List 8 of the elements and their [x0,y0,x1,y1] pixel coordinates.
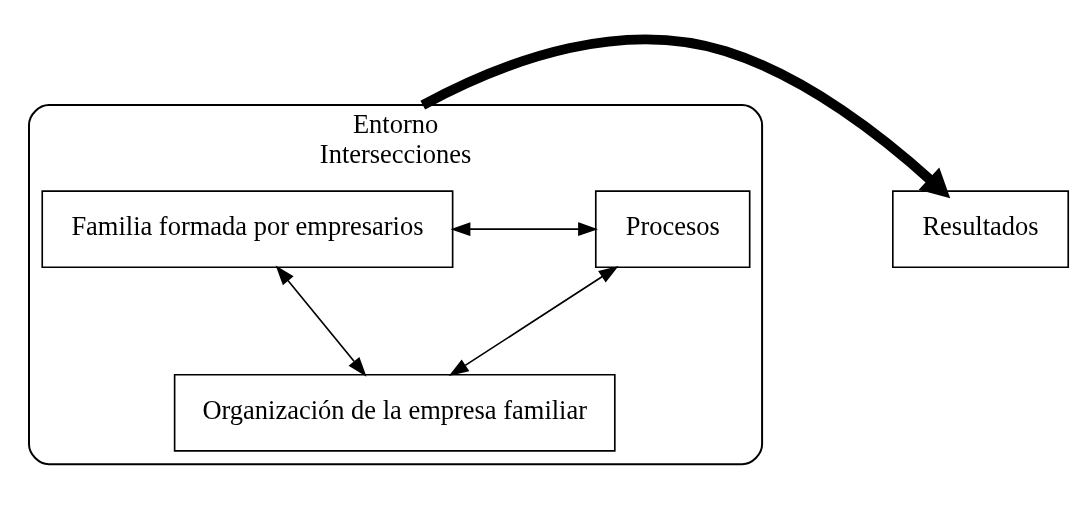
node-box: Resultados [892,190,1070,269]
arrow [448,265,619,377]
arrow [275,265,367,377]
arrow [450,222,598,237]
node-box: Familia formada por empresarios [41,190,454,269]
arrow [420,34,951,199]
node-box: Organización de la empresa familiar [173,373,616,452]
node-box: Procesos [594,190,751,269]
